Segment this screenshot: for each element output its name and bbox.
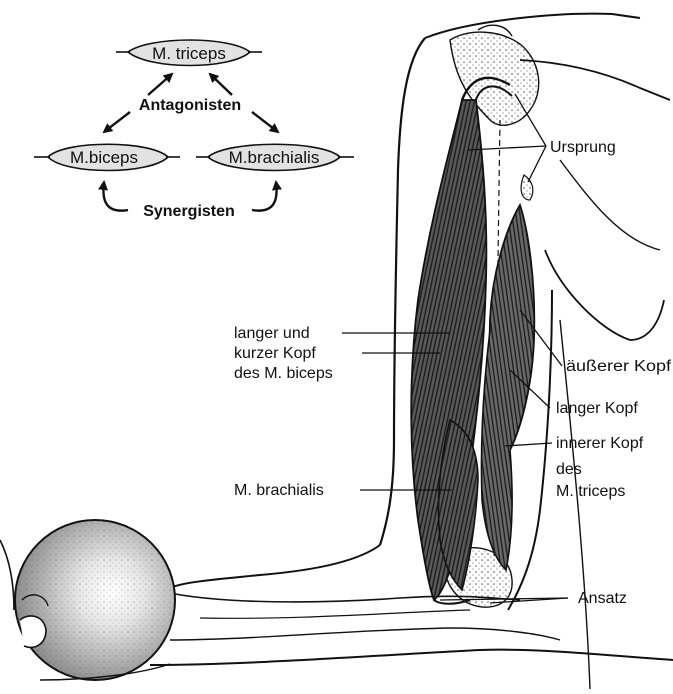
curved-arrow-icon [252,182,277,211]
synergists-label: Synergisten [143,203,235,220]
brachialis-illustration-label: M. brachialis [234,482,324,499]
arm-illustration [0,14,673,689]
arrow-icon [252,112,278,132]
triceps-name-label: M. triceps [556,483,625,500]
arrow-icon [104,112,130,132]
triceps-des-label: des [556,461,582,478]
ursprung-label: Ursprung [550,139,616,156]
ball-icon [15,520,175,680]
biceps-label: M.biceps [70,148,138,167]
triceps-long-head-label: langer Kopf [556,400,638,417]
biceps-heads-label-line3: des M. biceps [234,365,333,382]
curved-arrow-icon [103,182,128,211]
arrow-icon [148,74,172,95]
triceps-outer-head-label: äußerer Kopf [566,358,672,375]
arrow-icon [210,74,232,95]
muscle-schema: M. triceps M.biceps M.brachialis Antagon… [34,40,354,220]
biceps-heads-label-line2: kurzer Kopf [234,345,316,362]
brachialis-label: M.brachialis [229,148,320,167]
triceps-inner-head-label: innerer Kopf [556,435,644,452]
biceps-heads-label-line1: langer und [234,325,310,342]
antagonists-label: Antagonisten [139,97,241,114]
triceps-label: M. triceps [152,44,226,63]
ansatz-label: Ansatz [578,590,627,607]
